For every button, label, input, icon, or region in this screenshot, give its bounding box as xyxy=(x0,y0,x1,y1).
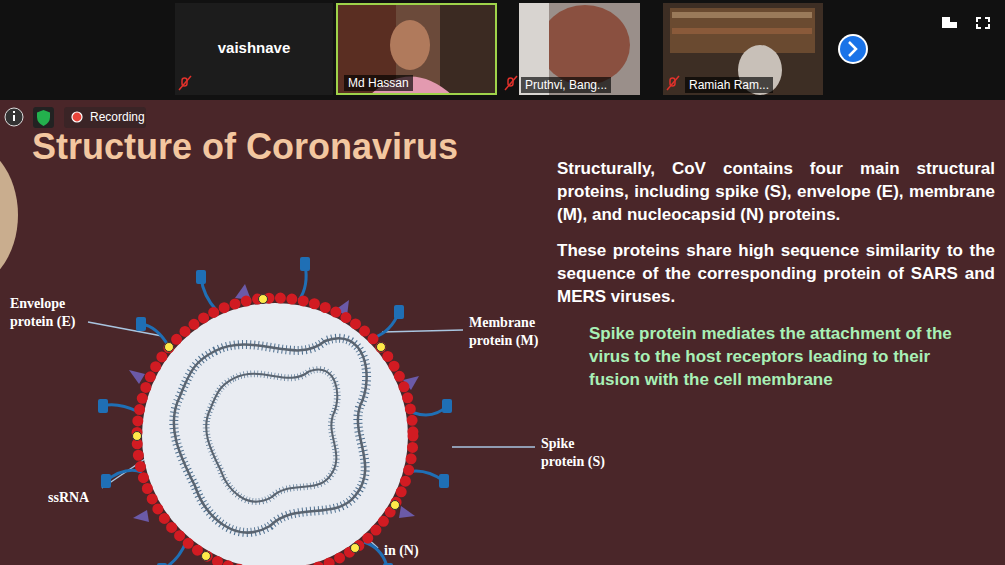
participant-name: Pruthvi, Bang... xyxy=(521,77,611,93)
participant-name: vaishnave xyxy=(175,39,333,56)
slide-paragraph: Structurally, CoV contains four main str… xyxy=(557,157,995,226)
participant-name: Ramiah Ram... xyxy=(685,77,773,93)
participant-tile: Md Hassan xyxy=(336,3,497,95)
top-bar xyxy=(0,0,1005,100)
part-label: Envelope protein (E) xyxy=(10,295,100,331)
part-label: Spike protein (S) xyxy=(541,435,621,471)
info-icon xyxy=(13,115,15,121)
participant-tile: Ramiah Ram... xyxy=(663,3,823,95)
video-tile xyxy=(519,3,640,95)
participant-tile: Pruthvi, Bang... xyxy=(519,3,640,95)
next-arrow xyxy=(849,42,856,56)
shield-icon xyxy=(33,107,54,128)
slide-paragraph: These proteins share high sequence simil… xyxy=(557,239,995,308)
view-icons xyxy=(942,17,990,29)
info-icon xyxy=(5,108,23,126)
video-tile xyxy=(336,3,497,95)
info-icon xyxy=(13,111,15,113)
slide-title: Structure of Coronavirus xyxy=(32,126,458,168)
decor-shape xyxy=(0,140,18,290)
participant-name: Md Hassan xyxy=(344,75,413,91)
recording-badge xyxy=(64,107,146,128)
next-button xyxy=(838,34,868,64)
next-button xyxy=(840,36,866,62)
video-tile xyxy=(663,3,823,95)
part-label: Membrane protein (M) xyxy=(469,314,559,350)
tile-ground xyxy=(175,3,333,95)
participant-tile: vaishnave xyxy=(175,3,333,95)
recording-label: Recording xyxy=(90,110,145,124)
highlight-paragraph: Spike protein mediates the attachment of… xyxy=(589,322,961,391)
shield-icon xyxy=(37,110,50,126)
recording-dot xyxy=(72,112,82,122)
virus-illustration xyxy=(98,257,452,565)
part-label: in (N) xyxy=(384,543,419,559)
part-label: ssRNA xyxy=(48,490,89,506)
